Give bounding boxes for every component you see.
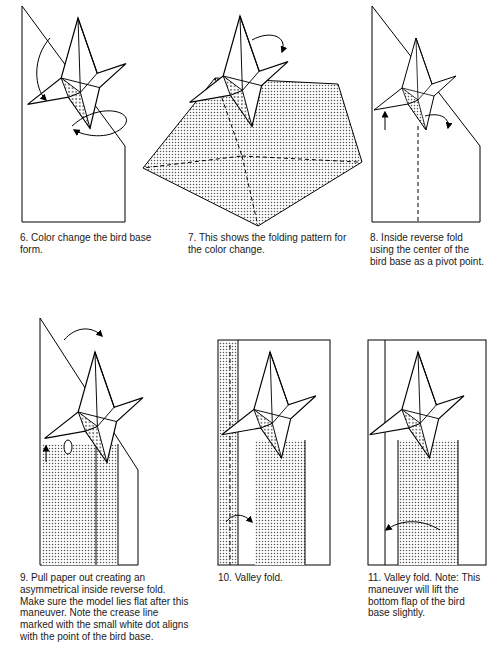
step-9-figure — [40, 318, 143, 565]
step-7-figure — [143, 16, 362, 226]
step-caption: 11. Valley fold. Note: This maneuver wil… — [368, 572, 486, 619]
step-6-figure — [22, 6, 126, 222]
step-caption: 10. Valley fold. — [218, 572, 348, 584]
step-caption: 6. Color change the bird base form. — [20, 232, 152, 256]
step-caption: 9. Pull paper out creating an asymmetric… — [20, 572, 192, 643]
step-8-figure — [372, 6, 480, 222]
step-caption: 8. Inside reverse fold using the center … — [370, 232, 486, 267]
step-10-figure — [218, 340, 330, 565]
step-caption: 7. This shows the folding pattern for th… — [188, 232, 360, 256]
step-11-figure — [368, 340, 486, 565]
